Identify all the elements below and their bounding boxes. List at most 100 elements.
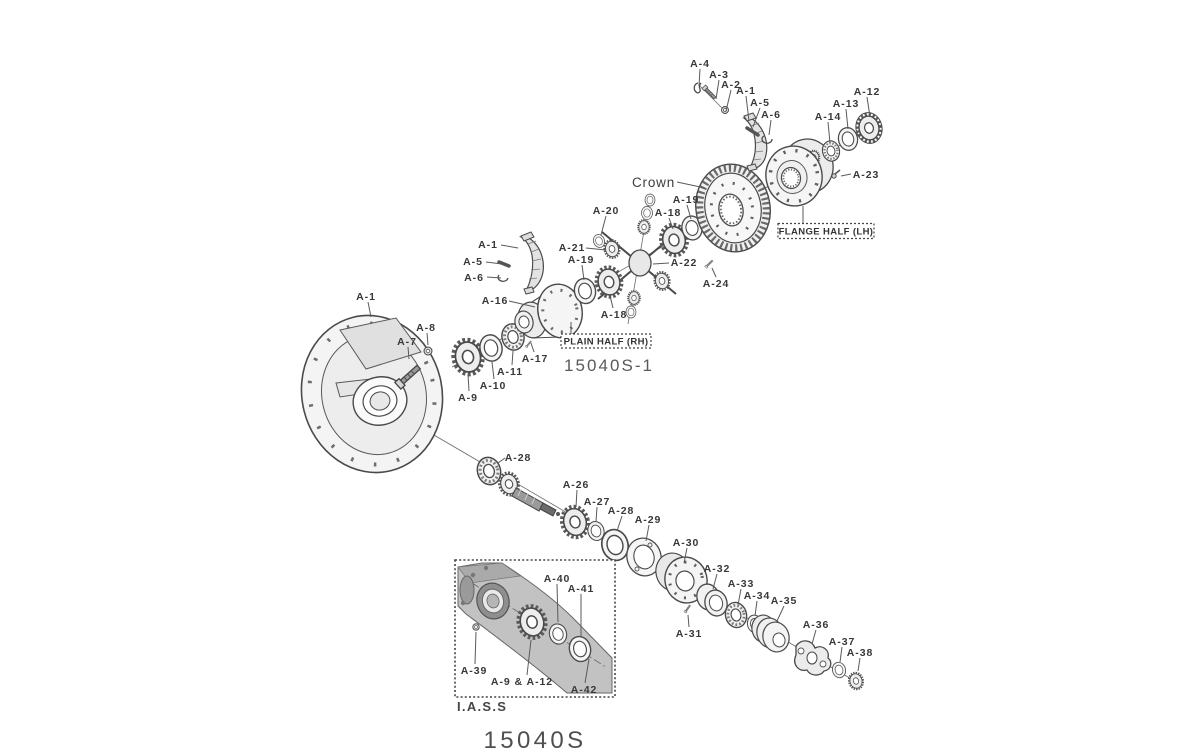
carrier-bolt-art	[394, 346, 433, 390]
part-label: A-5	[750, 97, 770, 109]
bearing-cap-top-art	[693, 82, 773, 172]
part-label-leader	[683, 547, 688, 564]
part-label: A-16	[482, 295, 509, 307]
part-label-leader	[500, 244, 519, 249]
part-label: A-31	[676, 628, 703, 640]
part-label-leader	[600, 215, 607, 236]
part-label-leader	[745, 95, 750, 122]
spider-assembly-art	[571, 193, 714, 319]
boxed-label: PLAIN HALF (RH)	[564, 337, 649, 348]
part-label-leader	[609, 295, 614, 309]
part-label: A-14	[815, 111, 842, 123]
part-label-leader	[367, 301, 372, 318]
part-label: A-22	[671, 257, 698, 269]
part-label-leader	[668, 217, 674, 230]
pinion-train-art	[472, 453, 866, 692]
part-label-leader	[725, 89, 732, 112]
part-label-leader	[508, 300, 536, 308]
part-label: A-7	[397, 336, 417, 348]
part-label: A-19	[568, 254, 595, 266]
bearing-cap-mid-art	[497, 231, 544, 295]
part-label: A-6	[761, 109, 781, 121]
part-label-leader	[686, 204, 692, 220]
crown-gear-art	[695, 163, 771, 253]
part-label: A-36	[803, 619, 830, 631]
part-label: A-4	[690, 58, 710, 70]
part-label: A-8	[416, 322, 436, 334]
part-label-leader	[491, 361, 495, 380]
part-label-leader	[840, 173, 852, 177]
part-label: A-26	[563, 479, 590, 491]
part-label: A-28	[608, 505, 635, 517]
part-label: A-23	[853, 169, 880, 181]
part-label-leader	[486, 276, 502, 279]
part-label-leader	[556, 583, 559, 623]
part-label-leader	[776, 605, 785, 622]
part-label: A-17	[522, 353, 549, 365]
part-label-leader	[752, 107, 761, 128]
part-label: A-27	[584, 496, 611, 508]
part-label: A-9 & A-12	[491, 676, 553, 688]
part-label-leader	[715, 79, 720, 100]
part-labels-layer: A-4A-3A-2A-1A-5A-6A-12A-13A-14A-23A-19A-…	[356, 58, 880, 696]
part-label: A-42	[571, 684, 598, 696]
part-label-leader	[575, 489, 578, 508]
part-label-leader	[711, 267, 717, 278]
part-label: A-40	[544, 573, 571, 585]
part-label: A-13	[833, 98, 860, 110]
part-label-leader	[737, 588, 742, 606]
part-label-leader	[581, 264, 585, 281]
part-label: A-11	[497, 366, 523, 378]
part-label: A-6	[464, 272, 484, 284]
part-label: A-33	[728, 578, 755, 590]
part-label-leader	[827, 121, 831, 144]
part-label: A-39	[461, 665, 488, 677]
part-label: A-20	[593, 205, 620, 217]
flange-half-case-art	[765, 138, 834, 207]
part-label: A-1	[736, 85, 756, 97]
part-label: A-30	[673, 537, 700, 549]
part-label: A-9	[458, 392, 478, 404]
part-label-leader	[407, 346, 410, 360]
part-label: A-19	[673, 194, 700, 206]
part-label-leader	[754, 600, 758, 617]
part-label: A-1	[356, 291, 376, 303]
part-label-leader	[687, 614, 690, 628]
part-label-leader	[811, 629, 817, 645]
carrier-housing-art	[300, 314, 444, 474]
part-label-leader	[585, 247, 607, 251]
part-label: A-21	[559, 242, 586, 254]
part-label: A-34	[744, 590, 771, 602]
part-label-leader	[530, 342, 535, 353]
part-label-leader	[474, 631, 477, 665]
part-label-leader	[467, 373, 470, 392]
part-label-leader	[584, 658, 590, 684]
inset-detail-art	[454, 559, 616, 698]
boxed-label-frame	[777, 222, 875, 240]
part-label: A-41	[568, 583, 595, 595]
part-label: A-18	[601, 309, 628, 321]
figure-subtitle: 15040S-1	[564, 356, 654, 375]
rh-bearing-set-art	[819, 110, 885, 179]
part-label: A-28	[505, 452, 532, 464]
part-label-leader	[652, 262, 670, 265]
part-label: A-2	[721, 79, 741, 91]
part-label-leader	[645, 524, 650, 542]
crown-leader	[676, 181, 706, 189]
part-label: A-37	[829, 636, 856, 648]
captions: Crown 15040S-1 I.A.S.S 15040S	[457, 175, 706, 752]
part-label: A-32	[704, 563, 731, 575]
figure-title: 15040S	[484, 727, 587, 752]
inset-caption: I.A.S.S	[457, 699, 507, 714]
part-label-leader	[712, 573, 718, 590]
part-label-leader	[866, 96, 871, 118]
part-label: A-3	[709, 69, 729, 81]
part-label-leader	[845, 108, 849, 130]
part-label-leader	[426, 332, 429, 346]
part-label-leader	[857, 657, 861, 672]
part-label-leader	[698, 68, 701, 87]
boxed-label: FLANGE HALF (LH)	[779, 227, 874, 238]
boxed-label-frame	[560, 333, 652, 349]
